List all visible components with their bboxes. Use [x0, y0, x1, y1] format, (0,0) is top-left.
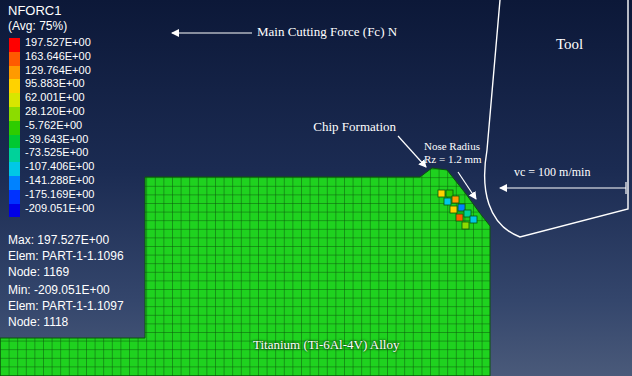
legend-swatch — [9, 52, 20, 66]
min-element: Elem: PART-1-1.1097 — [8, 300, 124, 314]
averaging-note: (Avg: 75%) — [8, 20, 67, 34]
min-value: Min: -209.051E+00 — [8, 284, 110, 298]
legend-value: 129.764E+00 — [25, 64, 91, 77]
legend-swatch — [9, 93, 20, 107]
legend-swatch — [9, 121, 20, 135]
stress-element — [470, 216, 477, 223]
legend-value: -175.169E+00 — [25, 188, 94, 201]
legend-value: -73.525E+00 — [25, 146, 88, 159]
velocity-annotation: vc = 100 m/min — [514, 166, 590, 180]
legend-swatch — [9, 38, 20, 52]
force-annotation: Main Cutting Force (Fc) N — [257, 25, 397, 40]
stress-element — [444, 198, 451, 205]
stress-element — [462, 222, 469, 229]
legend-value: -5.762E+00 — [25, 119, 82, 132]
force-leader — [172, 32, 252, 33]
legend-swatch — [9, 190, 20, 204]
material-label: Titanium (Ti-6Al-4V) Alloy — [253, 338, 399, 353]
chip-leader — [398, 136, 426, 167]
max-element: Elem: PART-1-1.1096 — [8, 250, 124, 264]
legend-value: 62.001E+00 — [25, 91, 85, 104]
legend-swatch — [9, 176, 20, 190]
tool-label: Tool — [556, 36, 583, 53]
velocity-tick — [625, 182, 626, 194]
legend-value: -107.406E+00 — [25, 160, 94, 173]
tool-edge — [485, 0, 628, 237]
legend-value: 95.883E+00 — [25, 77, 85, 90]
legend-value: 197.527E+00 — [25, 36, 91, 49]
stress-element — [450, 206, 457, 213]
velocity-arrow — [500, 187, 626, 188]
max-value: Max: 197.527E+00 — [8, 234, 109, 248]
legend-value: 28.120E+00 — [25, 105, 85, 118]
legend-swatch — [9, 66, 20, 80]
field-name: NFORC1 — [8, 4, 61, 19]
nose-annotation: Nose Radius Rz = 1.2 mm — [424, 140, 486, 165]
chip-annotation: Chip Formation — [313, 120, 396, 135]
legend-value: -39.643E+00 — [25, 133, 88, 146]
tool-outline: Tool — [476, 0, 632, 242]
mesh-body — [0, 168, 490, 376]
max-node: Node: 1169 — [8, 266, 69, 280]
legend-swatch — [9, 79, 20, 93]
legend-value: -209.051E+00 — [25, 202, 94, 215]
legend-swatch — [9, 162, 20, 176]
stress-element — [456, 214, 463, 221]
legend-swatch — [9, 148, 20, 162]
stress-element — [438, 190, 445, 197]
legend-value: 163.646E+00 — [25, 50, 91, 63]
legend-swatch — [9, 107, 20, 121]
min-node: Node: 1118 — [8, 316, 68, 330]
legend-swatch — [9, 135, 20, 149]
stress-element — [452, 196, 459, 203]
legend-swatch — [9, 204, 20, 218]
legend-value: -141.288E+00 — [25, 174, 94, 187]
tool-shape — [476, 0, 632, 242]
